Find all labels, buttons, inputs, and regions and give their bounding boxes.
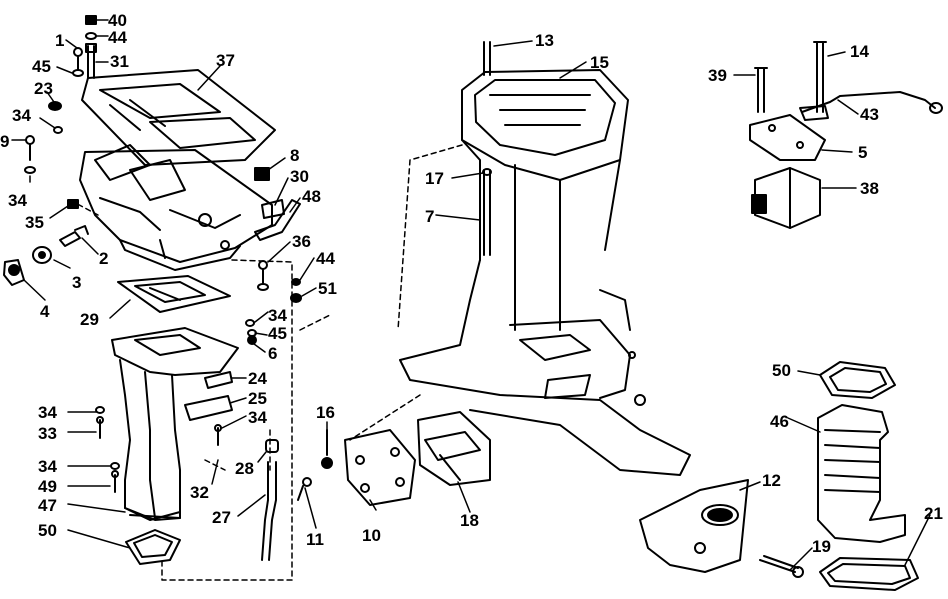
- callout-11: 11: [306, 530, 324, 549]
- callout-17: 17: [425, 169, 444, 188]
- driveshaft-housing-15: [399, 69, 691, 476]
- callout-18: 18: [460, 511, 479, 530]
- callout-44: 44: [316, 249, 335, 268]
- callout-30: 30: [290, 167, 309, 186]
- callout-21: 21: [924, 504, 943, 523]
- callout-3: 3: [72, 273, 82, 292]
- callout-8: 8: [290, 146, 300, 165]
- bolts-mid-left: [245, 260, 302, 345]
- callout-46: 46: [770, 412, 789, 431]
- anode-12: [639, 479, 749, 573]
- callout-47: 47: [38, 496, 57, 515]
- callout-28: 28: [235, 459, 254, 478]
- callout-45: 45: [32, 57, 51, 76]
- callout-9: 9: [0, 132, 10, 151]
- assembly-dash-lines: [69, 144, 463, 581]
- hoses-and-fittings: [261, 429, 333, 561]
- bracket-parts: [95, 371, 233, 493]
- leader-lines: [11, 19, 931, 571]
- callout-19: 19: [812, 537, 831, 556]
- callout-27: 27: [212, 508, 231, 527]
- callout-36: 36: [292, 232, 311, 251]
- callout-14: 14: [850, 42, 869, 61]
- callout-23: 23: [34, 79, 53, 98]
- callout-37: 37: [216, 51, 235, 70]
- callout-34: 34: [38, 457, 57, 476]
- exhaust-adapter-46: [817, 404, 906, 543]
- callout-44: 44: [108, 28, 127, 47]
- adapter-plate-29: [117, 275, 231, 313]
- callout-10: 10: [362, 526, 381, 545]
- gasket-21: [819, 557, 919, 591]
- water-tube-parts: [3, 225, 89, 286]
- callout-6: 6: [268, 344, 278, 363]
- top-right-parts: [749, 41, 943, 229]
- gasket-37: [81, 69, 276, 166]
- callout-35: 35: [25, 213, 44, 232]
- cover-plate-10: [344, 429, 416, 506]
- callout-13: 13: [535, 31, 554, 50]
- callout-31: 31: [110, 52, 129, 71]
- callout-51: 51: [318, 279, 337, 298]
- callout-45: 45: [268, 324, 287, 343]
- callout-34: 34: [268, 306, 287, 325]
- studs-13-7: [482, 41, 492, 256]
- small-parts-right-of-housing: [254, 167, 301, 241]
- callout-24: 24: [248, 369, 267, 388]
- fastener-stack-top-left: [24, 15, 97, 209]
- callout-50: 50: [772, 361, 791, 380]
- callout-32: 32: [190, 483, 209, 502]
- callout-7: 7: [425, 207, 435, 226]
- callout-40: 40: [108, 11, 127, 30]
- callout-34: 34: [12, 106, 31, 125]
- callout-39: 39: [708, 66, 727, 85]
- mount-18: [417, 411, 491, 486]
- callout-49: 49: [38, 477, 57, 496]
- callout-1: 1: [55, 31, 65, 50]
- gasket-50-right: [819, 361, 896, 399]
- callout-16: 16: [316, 403, 335, 422]
- callout-29: 29: [80, 310, 99, 329]
- exhaust-tube-47: [111, 327, 239, 521]
- callout-15: 15: [590, 53, 609, 72]
- gasket-50-left: [125, 529, 181, 565]
- callout-25: 25: [248, 389, 267, 408]
- callout-12: 12: [762, 471, 781, 490]
- callout-38: 38: [860, 179, 879, 198]
- exhaust-housing: [79, 144, 273, 271]
- callout-50: 50: [38, 521, 57, 540]
- callout-33: 33: [38, 424, 57, 443]
- callout-43: 43: [860, 105, 879, 124]
- callout-34: 34: [8, 191, 27, 210]
- callout-34: 34: [38, 403, 57, 422]
- callout-4: 4: [40, 302, 50, 321]
- callout-34: 34: [248, 408, 267, 427]
- bolt-19: [759, 555, 804, 578]
- callout-5: 5: [858, 143, 868, 162]
- callout-48: 48: [302, 187, 321, 206]
- callout-2: 2: [99, 249, 109, 268]
